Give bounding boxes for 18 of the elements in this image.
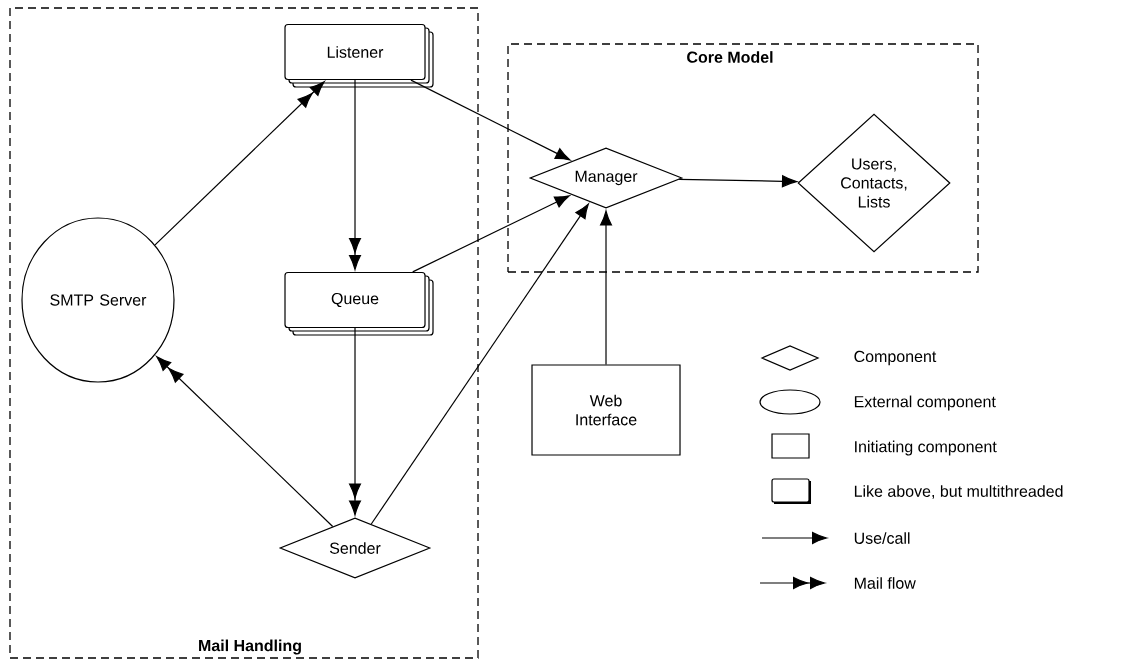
legend-text: Mail flow (854, 577, 916, 589)
arrow (156, 356, 334, 528)
legend-text: External component (854, 395, 996, 411)
arrow (678, 175, 798, 188)
arrow (348, 327, 362, 516)
legend-text: Component (854, 350, 937, 366)
arrow (154, 81, 325, 246)
process-box: Web Interface (531, 364, 681, 456)
legend-text: Initiating component (855, 440, 997, 456)
process-box: Queue (284, 271, 434, 336)
legend-text: Use/call (854, 532, 910, 544)
legend-text: Like above, but multithreaded (854, 485, 1063, 499)
process-box: Listener (284, 23, 434, 88)
arrow (412, 195, 570, 273)
arrow (410, 79, 571, 161)
arrow (599, 210, 613, 365)
arrow (370, 203, 589, 525)
arrow (348, 79, 362, 271)
